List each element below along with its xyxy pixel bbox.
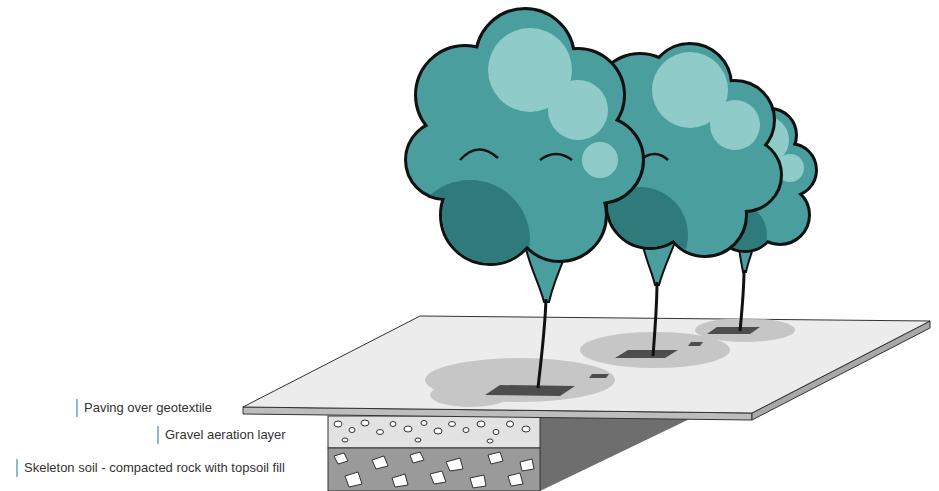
layer-label: Skeleton soil - compacted rock with tops… — [16, 459, 285, 477]
layer-label: Gravel aeration layer — [157, 426, 286, 444]
trunk — [740, 270, 744, 331]
tree-shadows — [425, 318, 795, 407]
layer-label: Paving over geotextile — [76, 399, 212, 417]
trunk — [653, 282, 657, 356]
gravel-stones — [334, 420, 530, 443]
gravel-layer — [328, 416, 540, 448]
tree — [390, 0, 650, 388]
skeleton-soil-layer — [328, 448, 540, 491]
slab-top — [243, 316, 930, 413]
cross-section — [328, 416, 540, 491]
paving-slab — [243, 316, 930, 420]
crown — [390, 0, 650, 300]
block-shadow — [540, 414, 700, 491]
soil-rocks — [334, 452, 534, 488]
tree-pits — [485, 327, 760, 396]
trunk — [538, 299, 546, 388]
